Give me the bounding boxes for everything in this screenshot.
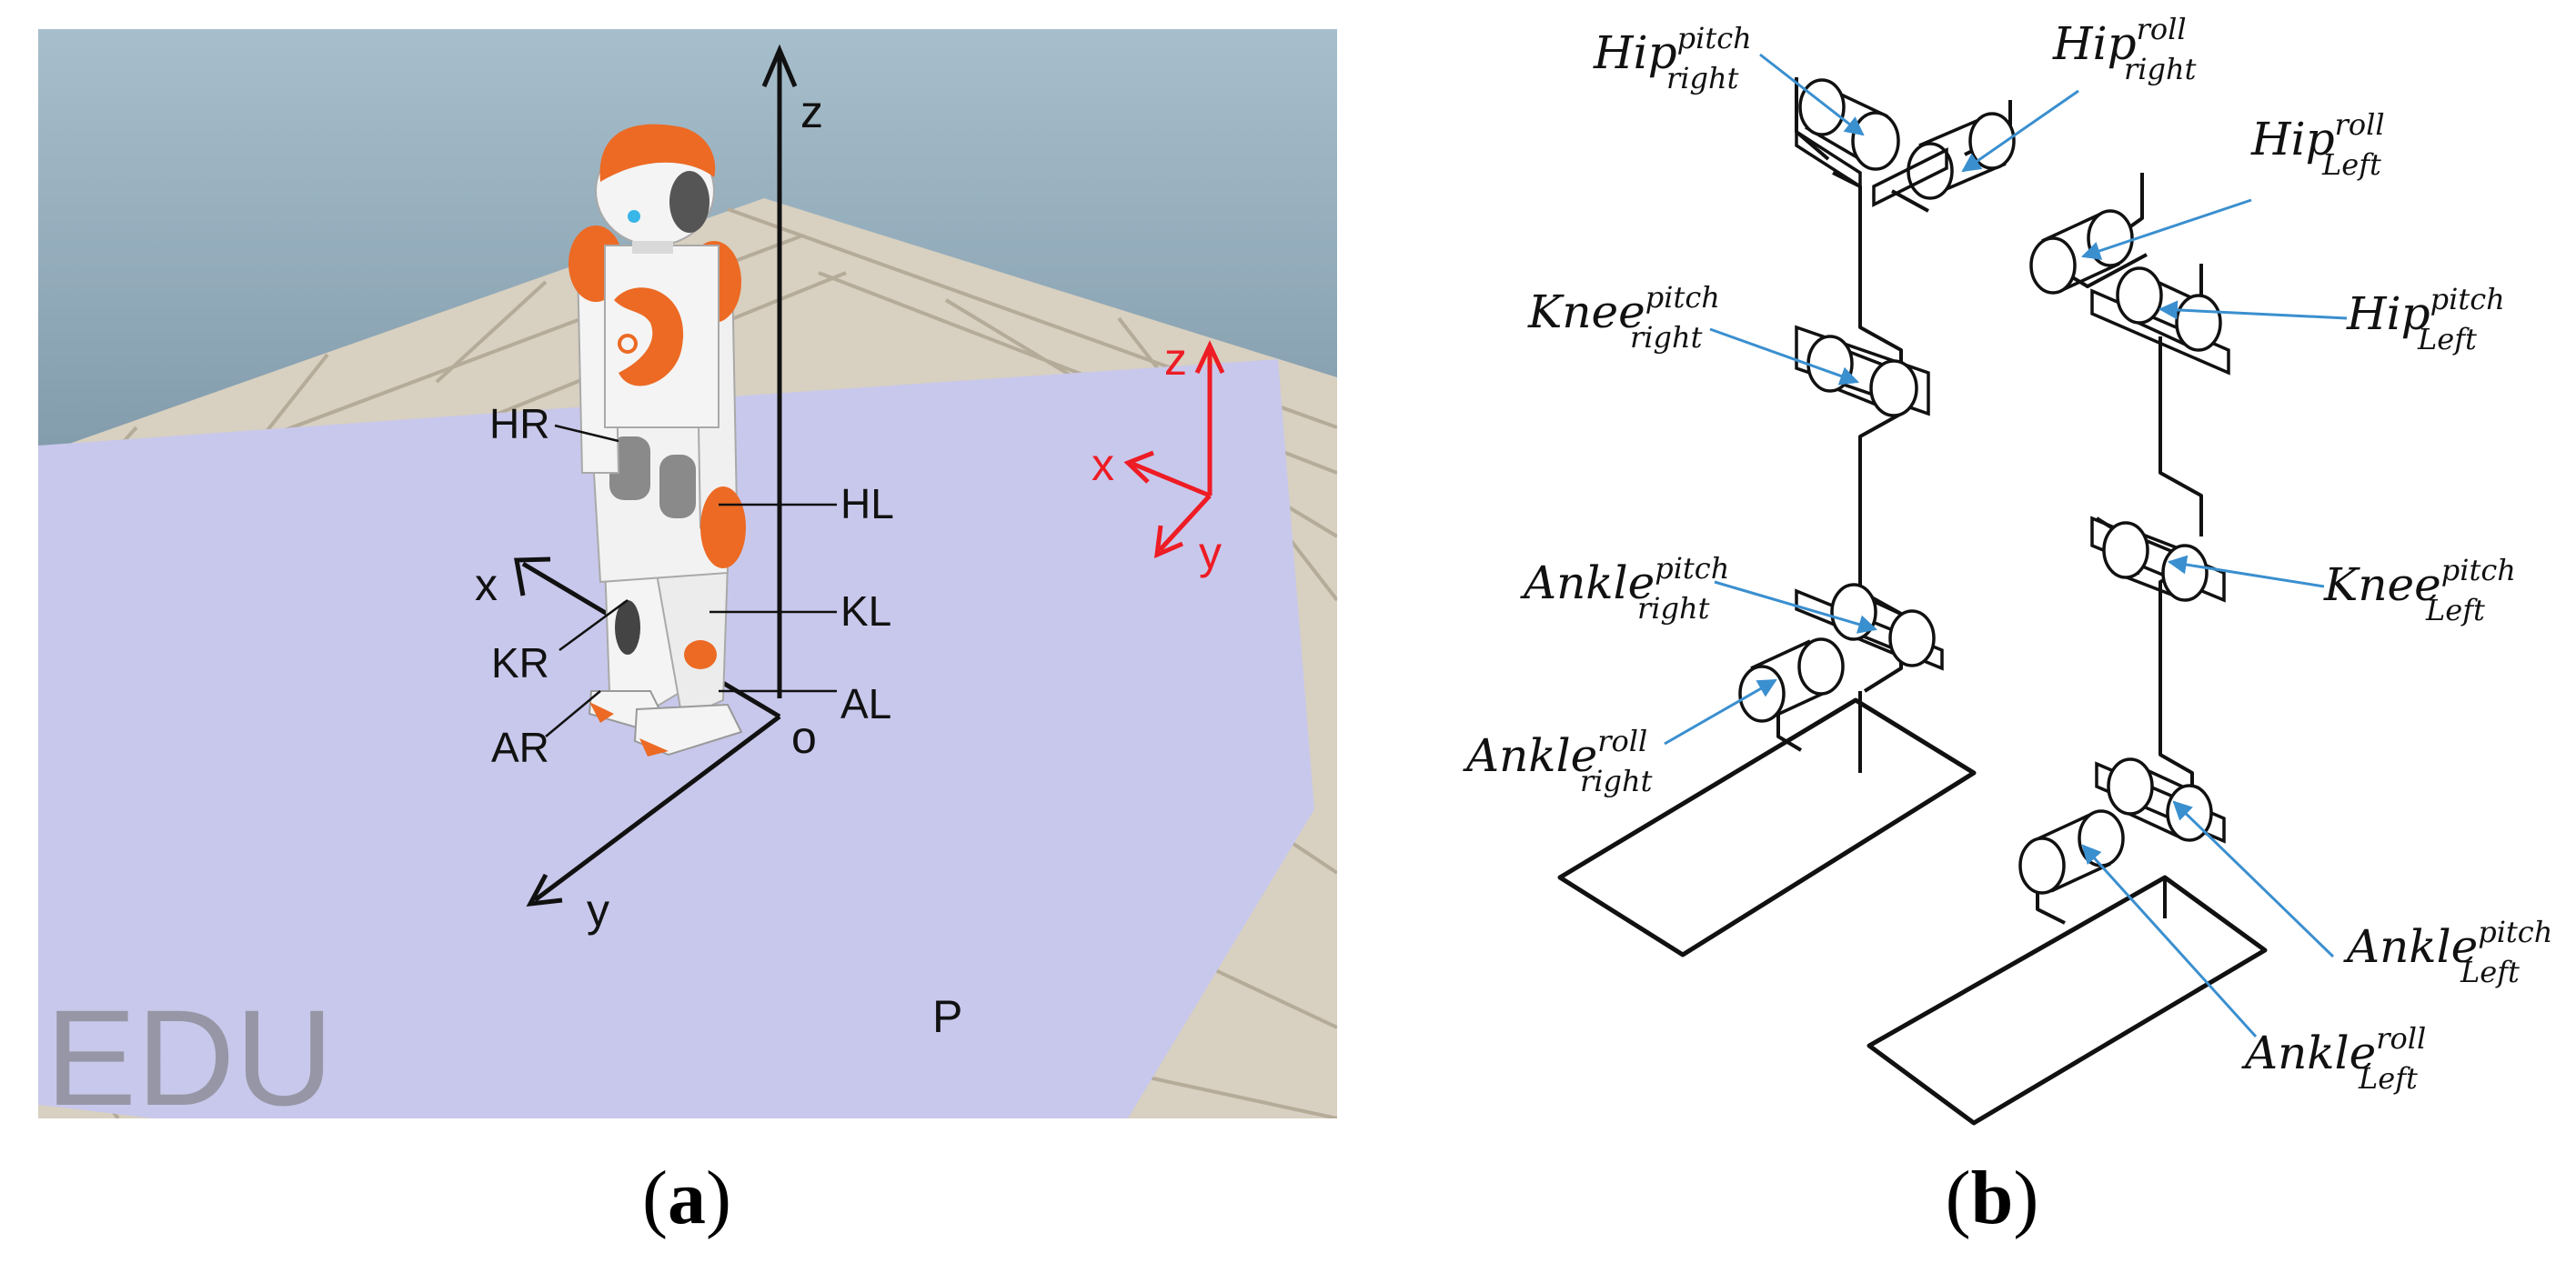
cylinder-knee-pitch-right — [1795, 325, 1930, 417]
caption-a-letter: a — [668, 1156, 706, 1240]
cylinder-hip-roll-left — [2029, 209, 2134, 295]
y-axis-label: y — [587, 885, 609, 936]
panel-a-simulation: EDU z x y o P — [38, 29, 1337, 1134]
caption-a: (a) — [642, 1156, 731, 1240]
robot-hip-left-motor — [659, 455, 696, 518]
robot-neck — [632, 241, 673, 254]
joint-label-al: AL — [840, 680, 891, 727]
joint-label-hr: HR — [489, 400, 549, 447]
origin-label: o — [791, 712, 817, 763]
cylinder-ankle-roll-left — [2018, 809, 2125, 895]
edu-watermark: EDU — [45, 981, 334, 1134]
inset-z-label: z — [1164, 334, 1187, 385]
robot-forearm-left — [700, 486, 746, 568]
joint-leader-lines — [545, 424, 837, 737]
robot-hip-right-motor — [609, 436, 650, 500]
inset-frame-axes — [1123, 340, 1225, 559]
robot-eye — [628, 210, 640, 223]
caption-b: (b) — [1946, 1156, 2039, 1240]
caption-b-letter: b — [1971, 1156, 2014, 1240]
robot-toe-left — [639, 738, 669, 757]
joint-label-hl: HL — [840, 480, 894, 527]
robot-toe-right — [589, 702, 614, 723]
joint-cylinders — [1738, 78, 2230, 895]
robot-ear-speaker — [669, 171, 709, 233]
robot-chest-button — [618, 334, 638, 354]
caption-b-open: ( — [1946, 1156, 1971, 1240]
cylinder-knee-pitch-left — [2090, 516, 2226, 603]
cylinder-ankle-roll-right — [1738, 637, 1845, 723]
caption-b-close: ) — [2013, 1156, 2038, 1240]
x-axis-label: x — [475, 559, 498, 610]
inset-x-label: x — [1092, 439, 1114, 490]
plane-label: P — [932, 991, 962, 1042]
annotation-arrows — [1664, 53, 2348, 1038]
robot-knee-left — [684, 640, 717, 669]
joint-label-kr: KR — [491, 639, 549, 687]
robot-chest-badge — [614, 287, 684, 386]
nao-robot — [569, 124, 746, 757]
joint-label-kl: KL — [840, 587, 891, 635]
caption-a-close: ) — [706, 1156, 731, 1240]
caption-a-open: ( — [642, 1156, 668, 1240]
z-axis-label: z — [800, 86, 823, 137]
robot-knee-right — [615, 600, 640, 655]
joint-label-ar: AR — [491, 724, 549, 771]
robot-head-cap — [599, 124, 716, 182]
robot-foot-left — [633, 703, 743, 757]
inset-y-label: y — [1199, 527, 1222, 578]
